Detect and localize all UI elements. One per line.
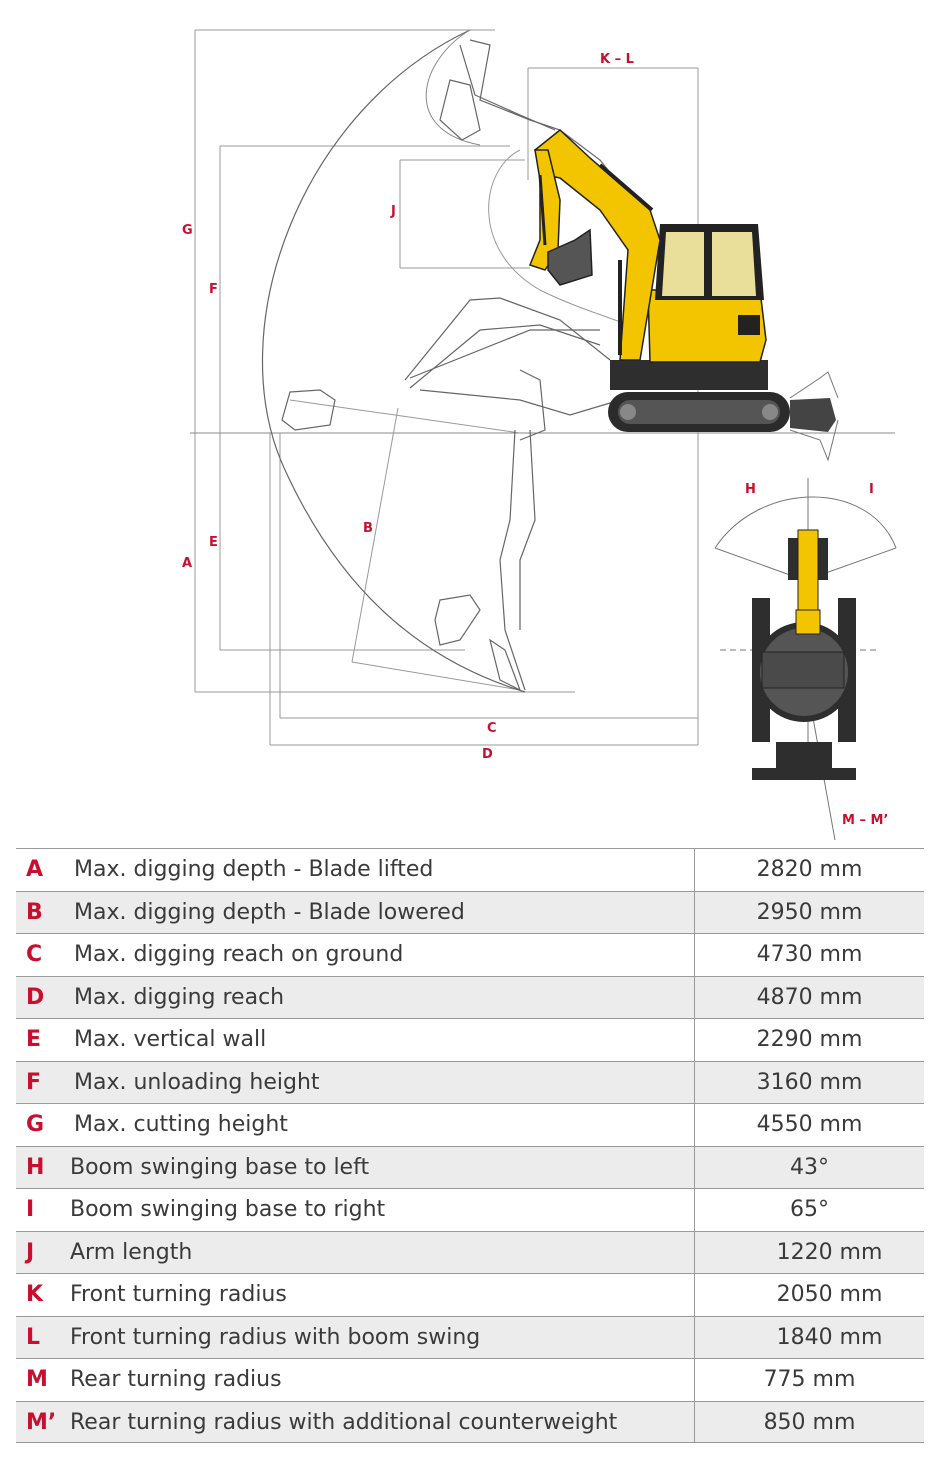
label-a: A xyxy=(182,556,192,571)
spec-row: A Max. digging depth - Blade lifted 2820… xyxy=(16,848,924,891)
spec-letter: E xyxy=(26,1027,42,1052)
excavator-top-view xyxy=(714,478,897,841)
spec-letter: I xyxy=(26,1197,35,1222)
spec-row: E Max. vertical wall 2290 mm xyxy=(16,1018,924,1061)
spec-description: Front turning radius with boom swing xyxy=(70,1324,481,1350)
label-e: E xyxy=(209,535,218,550)
spec-row: J Arm length 1220 mm xyxy=(16,1230,924,1273)
label-i: I xyxy=(869,482,874,497)
spec-value: 1220 mm xyxy=(694,1231,924,1273)
spec-description: Max. cutting height xyxy=(74,1112,288,1137)
spec-description: Max. digging depth - Blade lifted xyxy=(74,857,434,882)
spec-value: 2290 mm xyxy=(694,1019,924,1061)
label-g: G xyxy=(182,223,193,238)
spec-description: Max. unloading height xyxy=(74,1069,320,1095)
spec-letter: C xyxy=(26,942,43,967)
label-d: D xyxy=(482,747,493,762)
spec-value: 43° xyxy=(694,1146,924,1188)
spec-letter: M xyxy=(26,1367,48,1392)
excavator-dimension-diagram: G F A E B J K – L C D H I M – M’ xyxy=(182,29,897,841)
spec-description: Rear turning radius xyxy=(70,1367,282,1392)
label-b: B xyxy=(363,521,373,536)
spec-letter: D xyxy=(26,984,45,1010)
spec-letter: H xyxy=(26,1154,45,1180)
spec-table: A Max. digging depth - Blade lifted 2820… xyxy=(16,848,924,1443)
label-m-m: M – M’ xyxy=(842,813,888,828)
spec-value: 1840 mm xyxy=(694,1316,924,1358)
label-k-l: K – L xyxy=(600,52,634,67)
spec-value: 4730 mm xyxy=(694,934,924,976)
bucket xyxy=(547,228,593,286)
spec-description: Boom swinging base to left xyxy=(70,1154,370,1180)
spec-letter: G xyxy=(26,1112,45,1137)
spec-value: 65° xyxy=(694,1189,924,1231)
spec-value: 4870 mm xyxy=(694,976,924,1018)
excavator-side-view xyxy=(529,129,839,462)
spec-description: Max. digging reach xyxy=(74,984,285,1010)
spec-description: Max. digging depth - Blade lowered xyxy=(74,899,465,925)
label-j: J xyxy=(390,204,396,219)
label-h: H xyxy=(745,482,756,497)
spec-value: 775 mm xyxy=(694,1359,924,1401)
arm xyxy=(529,149,561,271)
label-c: C xyxy=(487,721,497,736)
spec-row: D Max. digging reach 4870 mm xyxy=(16,975,924,1018)
spec-letter: J xyxy=(26,1239,35,1265)
spec-row: C Max. digging reach on ground 4730 mm xyxy=(16,933,924,976)
boom xyxy=(534,129,661,361)
spec-letter: K xyxy=(26,1282,44,1307)
spec-letter: B xyxy=(26,899,43,925)
spec-row: H Boom swinging base to left 43° xyxy=(16,1145,924,1188)
spec-description: Max. digging reach on ground xyxy=(74,942,404,967)
spec-row: K Front turning radius 2050 mm xyxy=(16,1273,924,1316)
spec-value: 2950 mm xyxy=(694,891,924,933)
spec-description: Boom swinging base to right xyxy=(70,1197,386,1222)
reach-arc xyxy=(261,29,526,693)
spec-row: L Front turning radius with boom swing 1… xyxy=(16,1315,924,1358)
spec-row: B Max. digging depth - Blade lowered 295… xyxy=(16,890,924,933)
spec-row: M Rear turning radius 775 mm xyxy=(16,1358,924,1401)
swing-arc xyxy=(714,496,897,549)
spec-value: 2820 mm xyxy=(694,849,924,891)
spec-letter: F xyxy=(26,1069,42,1095)
spec-letter: M’ xyxy=(26,1409,57,1435)
dozer-blade xyxy=(790,398,836,432)
spec-description: Rear turning radius with additional coun… xyxy=(70,1409,618,1435)
ghost-arm-positions xyxy=(281,39,641,692)
reach-arc-top xyxy=(425,29,481,146)
spec-row: F Max. unloading height 3160 mm xyxy=(16,1060,924,1103)
spec-description: Arm length xyxy=(70,1239,193,1265)
spec-letter: L xyxy=(26,1324,41,1350)
spec-row: M’ Rear turning radius with additional c… xyxy=(16,1400,924,1443)
spec-value: 4550 mm xyxy=(694,1104,924,1146)
spec-value: 2050 mm xyxy=(694,1274,924,1316)
spec-letter: A xyxy=(26,857,44,882)
spec-description: Max. vertical wall xyxy=(74,1027,267,1052)
spec-description: Front turning radius xyxy=(70,1282,287,1307)
spec-row: I Boom swinging base to right 65° xyxy=(16,1188,924,1231)
spec-value: 850 mm xyxy=(694,1401,924,1442)
unload-arc xyxy=(488,149,641,331)
spec-row: G Max. cutting height 4550 mm xyxy=(16,1103,924,1146)
spec-value: 3160 mm xyxy=(694,1061,924,1103)
label-f: F xyxy=(209,282,218,297)
